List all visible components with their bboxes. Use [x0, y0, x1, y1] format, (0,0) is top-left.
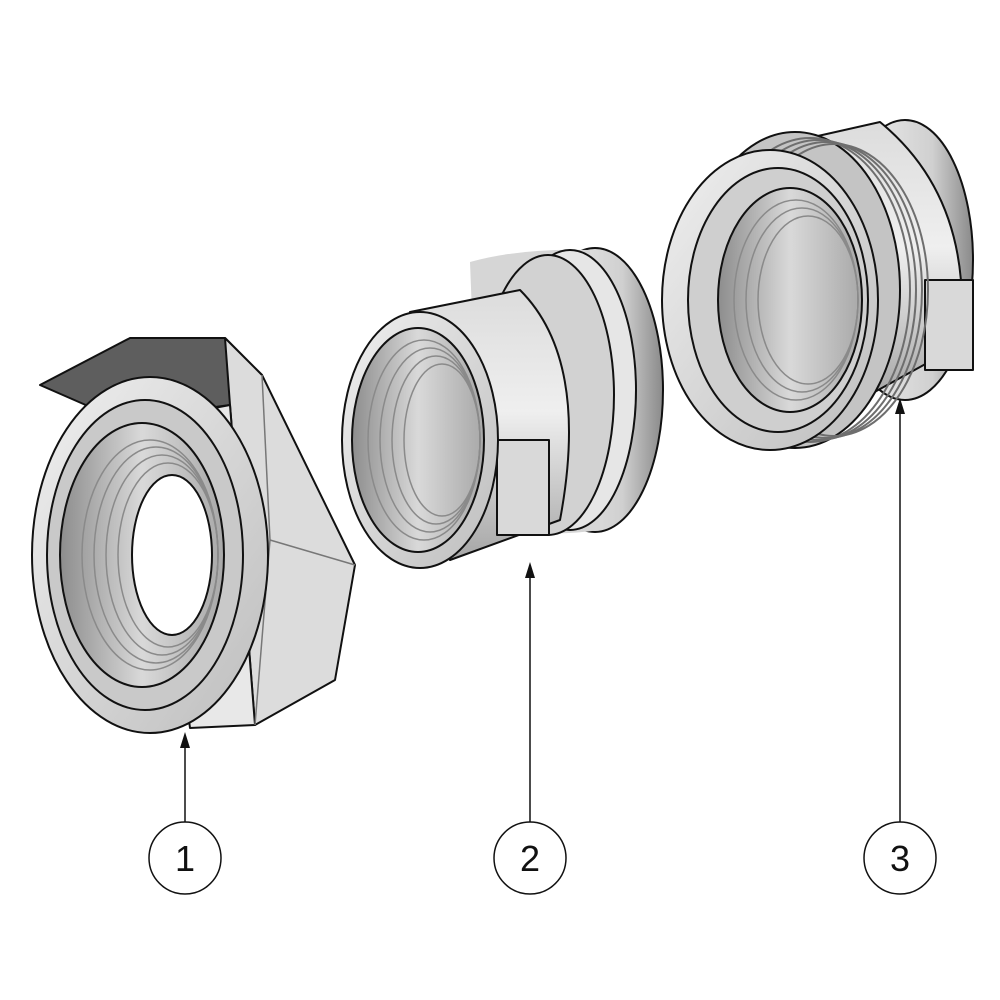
callout-circle-3: [863, 821, 937, 895]
part-2-threaded-sleeve: [341, 247, 664, 569]
callout-circle-1: [148, 821, 222, 895]
callout-label-1: 1: [175, 838, 195, 879]
leader-arrow-1: [180, 732, 190, 748]
part-3-threaded-adapter: [661, 119, 974, 451]
callout-label-3: 3: [890, 838, 910, 879]
callout-3: 3: [863, 398, 937, 895]
callout-label-2: 2: [520, 838, 540, 879]
callout-2: 2: [493, 562, 567, 895]
leader-arrow-2: [525, 562, 535, 578]
callout-circle-2: [493, 821, 567, 895]
part-1-hex-nut: [31, 337, 356, 734]
callout-1: 1: [148, 732, 222, 895]
leader-arrow-3: [895, 398, 905, 414]
